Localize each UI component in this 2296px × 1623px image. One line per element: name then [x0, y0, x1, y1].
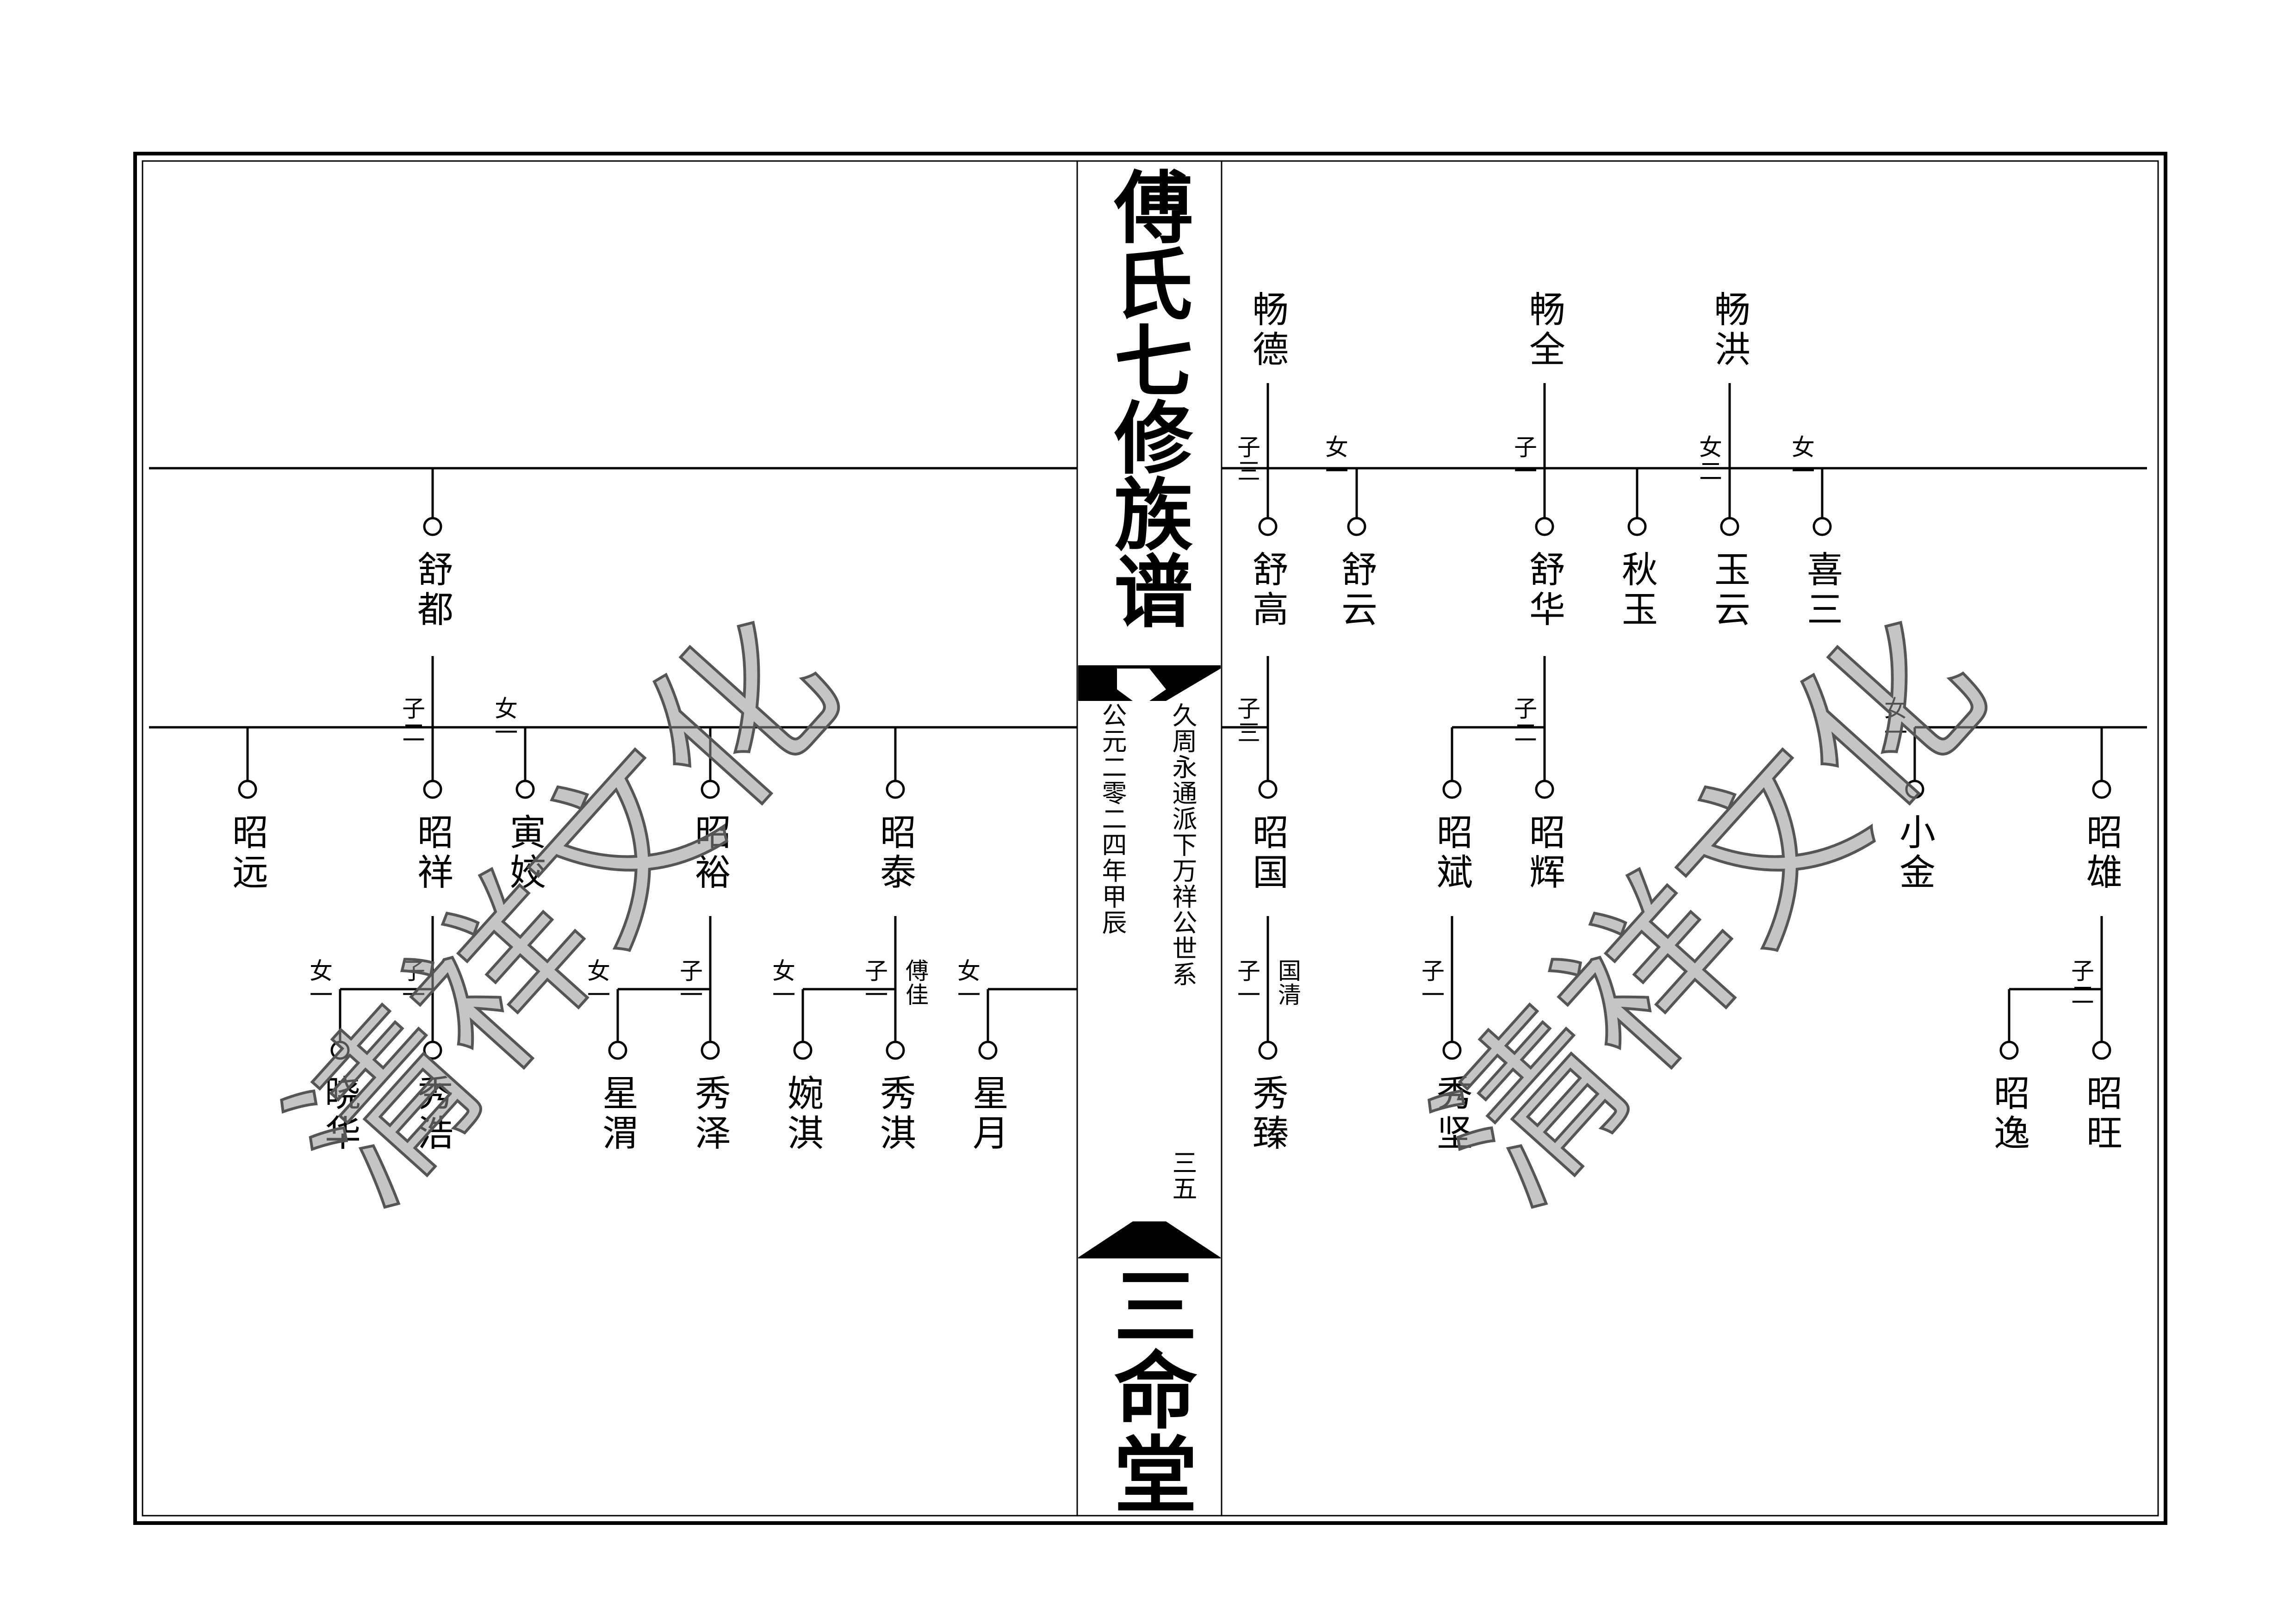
book-title: 傅氏七修族谱 [1100, 167, 1192, 627]
person-xiuqi: 秀淇 [874, 1074, 916, 1154]
tag-daughters: 女一 [491, 696, 518, 744]
person-xiaojin: 小金 [1893, 813, 1935, 893]
tag-daughters: 女一 [583, 959, 610, 1007]
person-zhaotai: 昭泰 [874, 813, 916, 893]
person-xiuhao: 秀浩 [411, 1074, 453, 1154]
person-xiuzhen: 秀臻 [1247, 1074, 1288, 1154]
tag-sons: 子二 [398, 696, 425, 744]
person-xi: 喜三 [1801, 551, 1843, 630]
person-changhong: 畅洪 [1708, 291, 1750, 370]
lineage-line: 久周永通派下万祥公世系 [1168, 702, 1197, 987]
person-yuyun: 玉云 [1708, 551, 1750, 630]
person-zhaoxiong: 昭雄 [2080, 813, 2122, 893]
person-zhaoguo: 昭国 [1247, 813, 1288, 893]
person-shudu: 舒都 [411, 551, 453, 630]
person-yinjiao: 寅姣 [504, 813, 546, 893]
tag-name-note: 国清 [1274, 959, 1301, 1007]
person-zhaobin: 昭斌 [1431, 813, 1472, 893]
person-zhaohui: 昭辉 [1523, 813, 1565, 893]
tag-sons: 子二 [1510, 696, 1537, 744]
tag-sons: 子一 [1418, 959, 1445, 1007]
person-xiuze: 秀泽 [689, 1074, 731, 1154]
tag-daughters: 女一 [954, 959, 980, 1007]
person-zhaoxiang: 昭祥 [411, 813, 453, 893]
tag-sons: 子一 [676, 959, 703, 1007]
tag-daughters: 女一 [1322, 435, 1348, 483]
tag-daughters: 女一 [306, 959, 333, 1007]
person-xingwei: 星渭 [596, 1074, 638, 1154]
person-wanqi: 婉淇 [782, 1074, 823, 1154]
person-shuhua: 舒华 [1523, 551, 1565, 630]
tag-sons: 子二 [2067, 959, 2094, 1007]
person-changquan: 畅全 [1523, 291, 1565, 370]
person-xingyue: 星月 [967, 1074, 1008, 1154]
tag-name-note: 傅佳 [902, 959, 929, 1007]
page-number: 三五 [1168, 1150, 1197, 1202]
tag-sons: 子一 [1234, 959, 1260, 1007]
person-zhaoyuan: 昭远 [226, 813, 268, 893]
tag-daughters: 女一 [1880, 696, 1907, 744]
tag-sons: 子一 [861, 959, 888, 1007]
person-zhaoyi: 昭逸 [1988, 1074, 2029, 1154]
date-line: 公元二零二四年甲辰 [1098, 702, 1127, 935]
person-xiujian: 秀坚 [1431, 1074, 1472, 1154]
person-qiuyu: 秋玉 [1616, 551, 1657, 630]
person-shuyun: 舒云 [1335, 551, 1377, 630]
hall-name: 三命堂 [1099, 1263, 1196, 1516]
tag-sons: 子三 [1234, 696, 1260, 744]
tag-daughters: 女一 [1788, 435, 1815, 483]
person-zhaowang: 昭旺 [2080, 1074, 2122, 1154]
tag-daughters: 女一 [769, 959, 795, 1007]
person-shugao: 舒高 [1247, 551, 1288, 630]
person-changde: 畅德 [1247, 291, 1288, 370]
tag-daughters: 女二 [1695, 435, 1722, 483]
tag-sons: 子三 [1234, 435, 1260, 483]
person-zhaoyu: 昭裕 [689, 813, 731, 893]
tag-sons: 子一 [398, 959, 425, 1007]
person-xiaohua: 晓华 [319, 1074, 360, 1154]
tag-sons: 子一 [1510, 435, 1537, 483]
